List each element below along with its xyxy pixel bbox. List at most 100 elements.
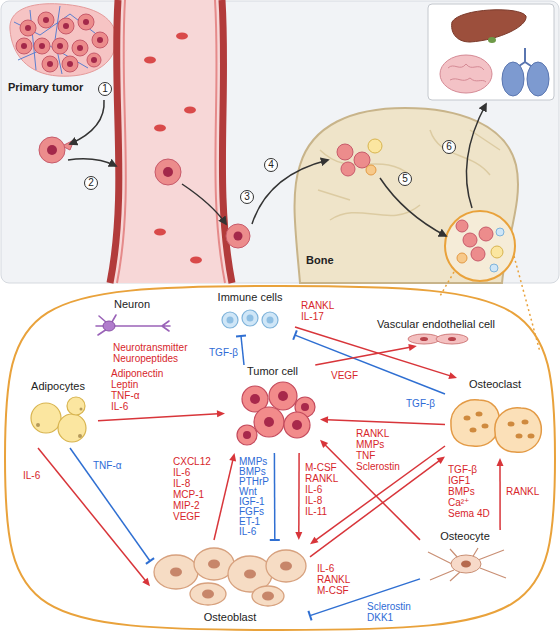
primary-tumor xyxy=(10,4,116,77)
molecule-list: CXCL12 IL-6 IL-8 MCP-1 MIP-2 VEGF xyxy=(172,456,212,522)
illustration-shape xyxy=(96,315,170,335)
illustration-shape xyxy=(154,548,306,606)
illustration-shape xyxy=(67,397,85,415)
top-panel xyxy=(1,1,559,283)
illustration-shape xyxy=(464,416,471,421)
text-line: TGF-β xyxy=(406,398,435,409)
text-line: 2 xyxy=(85,177,97,189)
text-line: Primary tumor xyxy=(8,81,83,94)
text-line: TNF-α xyxy=(111,390,163,401)
illustration-shape xyxy=(408,334,468,344)
illustration-shape xyxy=(262,312,278,328)
illustration-shape xyxy=(368,139,382,153)
illustration-shape xyxy=(247,315,254,322)
illustration-shape xyxy=(264,417,274,427)
molecule-list: Sclerostin DKK1 xyxy=(366,601,412,623)
text-line: 3 xyxy=(241,191,253,203)
molecule-list: RANKL IL-17 xyxy=(300,300,335,322)
illustration-shape xyxy=(250,394,260,404)
arrow-head xyxy=(320,416,328,423)
connector-line xyxy=(38,448,146,581)
illustration-shape xyxy=(20,20,36,36)
illustration-shape xyxy=(366,165,376,175)
text-line: MMPs xyxy=(239,457,269,467)
illustration-shape xyxy=(495,408,541,453)
cell-node: Osteoblast xyxy=(150,540,310,624)
arrow-head xyxy=(436,456,445,464)
text-line: TNF-α xyxy=(93,460,122,471)
illustration-shape xyxy=(176,33,188,40)
connector-line xyxy=(241,336,244,365)
connector-line xyxy=(214,460,233,540)
text-line: IL-6 xyxy=(317,563,350,574)
illustration-shape xyxy=(516,434,523,439)
illustration-shape xyxy=(57,43,63,49)
illustration-shape xyxy=(456,220,468,232)
illustration-shape xyxy=(92,32,108,48)
illustration-shape xyxy=(144,33,202,264)
illustration-shape xyxy=(284,412,310,438)
illustration-shape xyxy=(420,337,456,341)
text-line: Sclerostin xyxy=(356,461,400,472)
illustration-shape xyxy=(341,162,355,176)
illustration-shape xyxy=(10,4,116,77)
illustration-shape xyxy=(267,317,274,324)
text-line: IL-8 xyxy=(173,478,211,489)
illustration-shape xyxy=(190,583,226,605)
illustration-shape xyxy=(58,18,74,34)
invading-cells xyxy=(39,137,250,248)
callout-number: 6 xyxy=(442,140,456,154)
illustration-shape xyxy=(47,145,57,155)
cell-node: Tumor cell xyxy=(225,365,320,453)
cell-node: Adipocytes xyxy=(18,380,98,448)
text-line: 1 xyxy=(99,83,111,95)
text-line: BMPs xyxy=(239,467,269,477)
signal-arrow xyxy=(315,344,417,365)
illustration-shape xyxy=(78,434,82,438)
illustration-shape xyxy=(70,100,104,144)
illustration-shape xyxy=(36,408,83,439)
inhibition-bar xyxy=(308,611,311,620)
node-title: Neuron xyxy=(114,298,150,311)
text-line: IGF-1 xyxy=(239,497,269,507)
text-line: IL-11 xyxy=(305,506,338,517)
illustration-shape xyxy=(266,550,306,582)
inhibition-line xyxy=(70,448,154,564)
signal-arrow xyxy=(38,448,150,586)
illustration-shape xyxy=(457,253,467,263)
illustration-shape xyxy=(262,592,274,601)
illustration-shape xyxy=(78,14,94,30)
illustration-shape xyxy=(452,10,526,42)
cell-node: Osteocyte xyxy=(420,530,510,582)
text-line: IGF1 xyxy=(448,475,490,486)
text-line: ET-1 xyxy=(239,517,269,527)
cell-illustration xyxy=(225,365,320,453)
text-line: RANKL xyxy=(317,574,350,585)
illustration-shape xyxy=(428,4,554,100)
illustration-shape xyxy=(154,555,198,589)
text-line: IL-6 xyxy=(111,401,163,412)
illustration-shape xyxy=(436,334,468,344)
illustration-shape xyxy=(254,407,284,437)
illustration-shape xyxy=(451,555,481,573)
illustration-shape xyxy=(491,246,503,258)
illustration-shape xyxy=(490,264,498,272)
molecule-list: IL-6 xyxy=(22,470,41,481)
illustration-shape xyxy=(36,423,40,427)
illustration-shape xyxy=(252,586,284,606)
text-line: Neurotransmitter xyxy=(113,342,187,353)
connector-line xyxy=(315,347,410,365)
illustration-shape xyxy=(21,17,103,67)
illustration-shape xyxy=(72,40,88,56)
cell-node: Immune cells xyxy=(205,291,295,336)
callout-number: 4 xyxy=(264,158,278,172)
illustration-shape xyxy=(496,228,504,236)
text-line: VEGF xyxy=(331,370,358,381)
molecule-list: RANKL MMPs TNF Sclerostin xyxy=(355,428,401,472)
connector-line xyxy=(298,453,300,533)
inhibition-bar xyxy=(236,335,246,336)
illustration-shape xyxy=(83,19,89,25)
illustration-shape xyxy=(97,37,103,43)
text-line: 5 xyxy=(399,173,411,185)
